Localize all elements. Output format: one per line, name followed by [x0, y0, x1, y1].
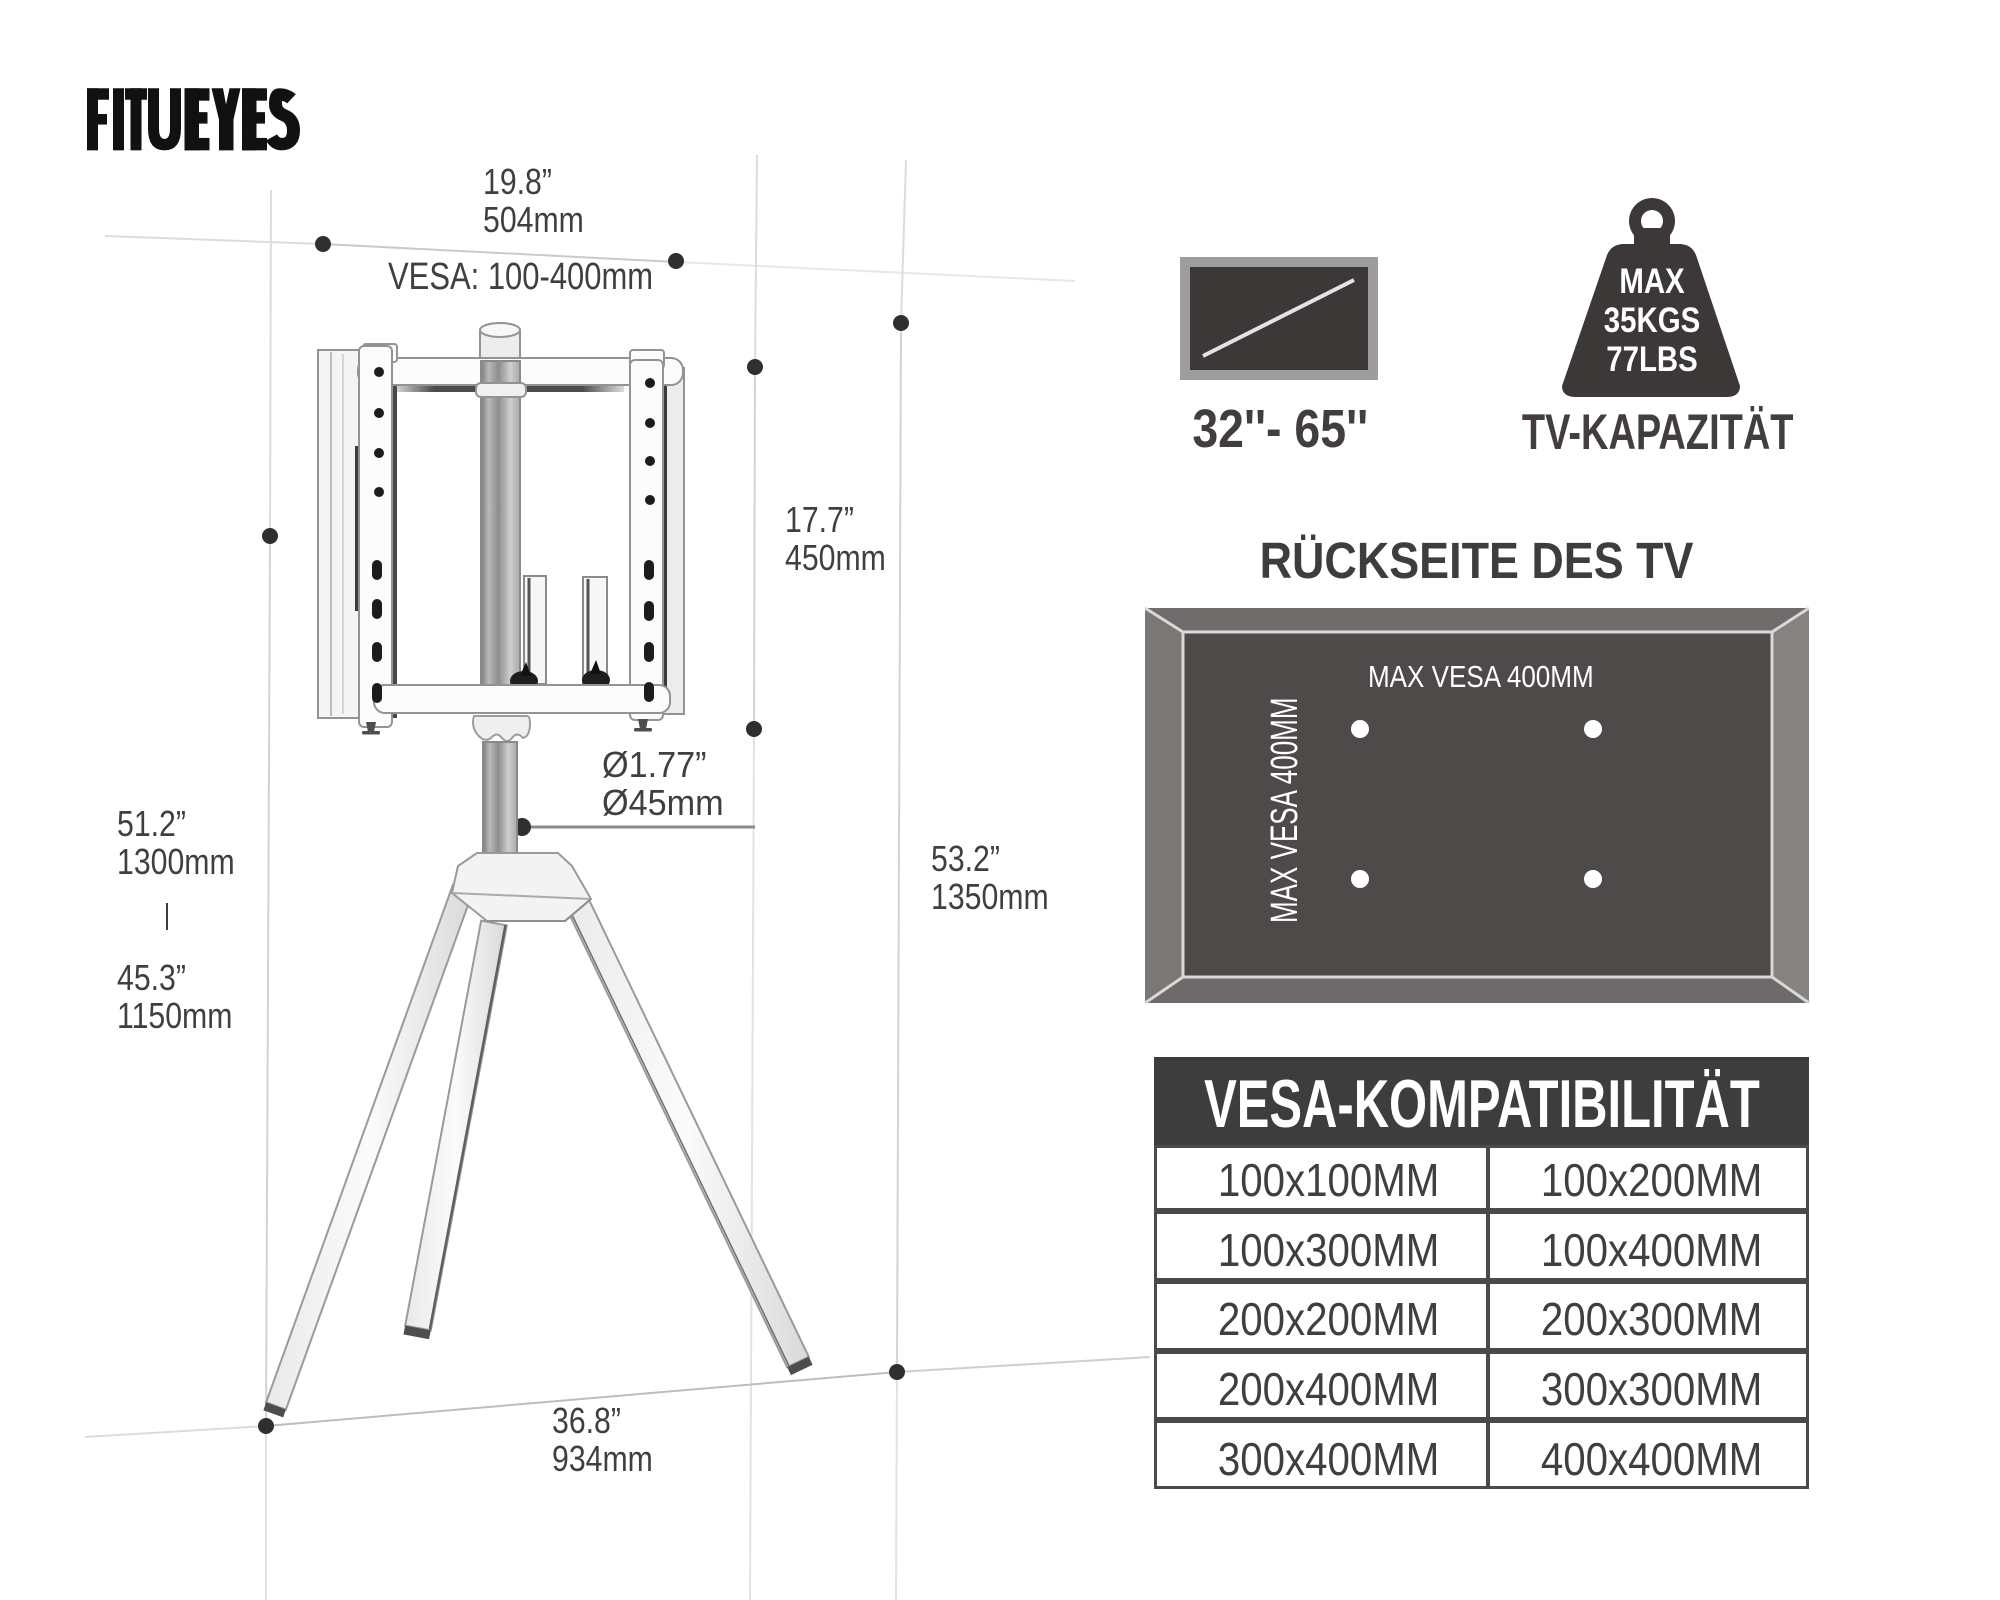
svg-text:MAX: MAX: [1619, 262, 1685, 301]
svg-text:35KGS: 35KGS: [1604, 301, 1700, 340]
svg-text:MAX VESA 400MM: MAX VESA 400MM: [1263, 697, 1305, 923]
svg-text:MAX VESA 400MM: MAX VESA 400MM: [1368, 660, 1594, 695]
svg-text:77LBS: 77LBS: [1606, 340, 1697, 379]
